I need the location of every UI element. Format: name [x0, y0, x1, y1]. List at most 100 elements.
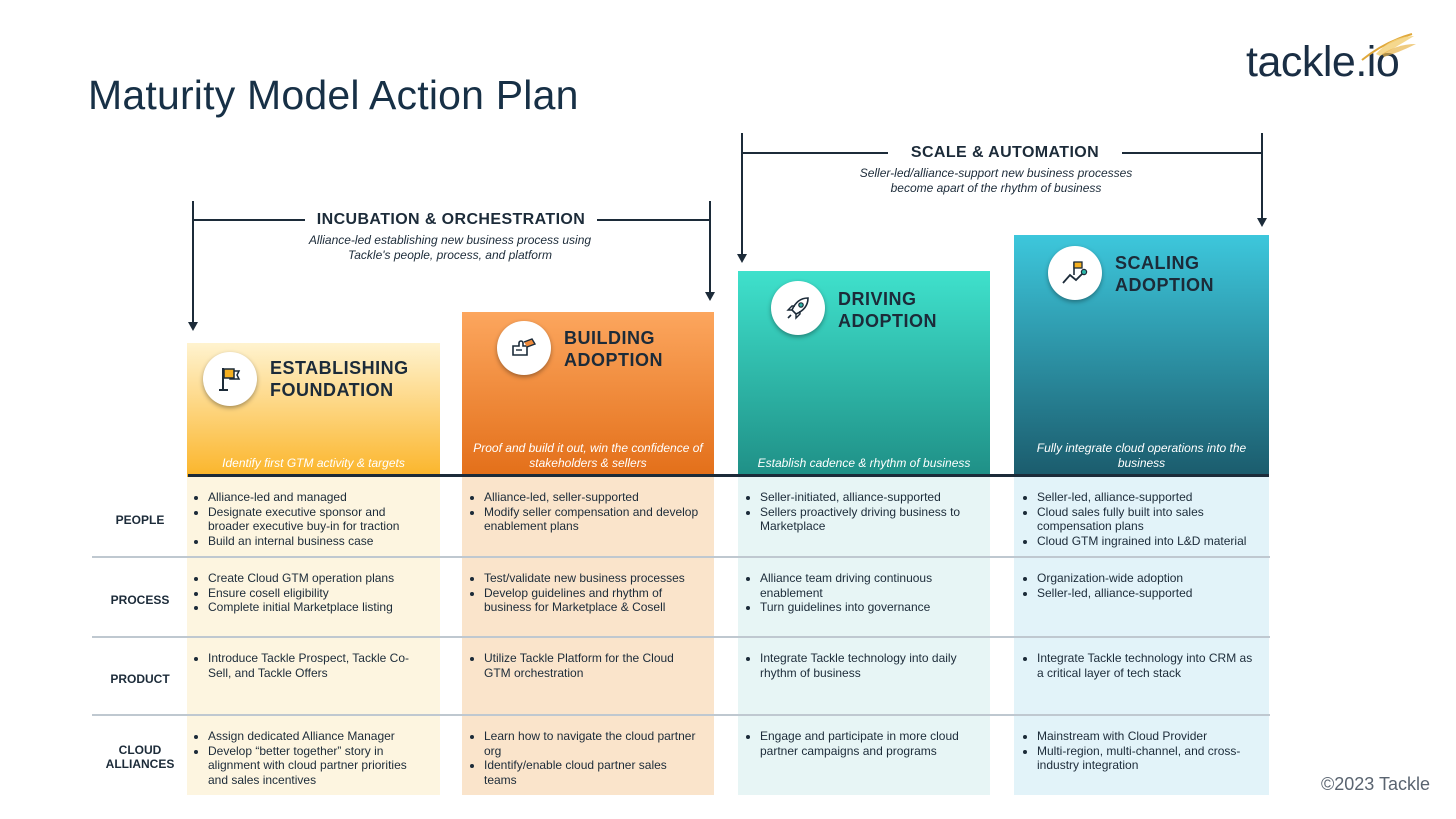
bullet-list: Utilize Tackle Platform for the Cloud GT…: [464, 651, 700, 680]
bullet-item: Cloud sales fully built into sales compe…: [1037, 505, 1257, 534]
bullet-item: Engage and participate in more cloud par…: [760, 729, 976, 758]
bullet-item: Multi-region, multi-channel, and cross-i…: [1037, 744, 1257, 773]
cell-process-driving: Alliance team driving continuous enablem…: [740, 571, 976, 615]
arrow-down-icon: [705, 292, 715, 301]
cell-people-building: Alliance-led, seller-supportedModify sel…: [464, 490, 700, 534]
bullet-item: Turn guidelines into governance: [760, 600, 976, 615]
bullet-item: Organization-wide adoption: [1037, 571, 1257, 586]
stage-name: SCALING ADOPTION: [1115, 253, 1215, 295]
bullet-list: Seller-initiated, alliance-supportedSell…: [740, 490, 976, 534]
phase-description-incubation: Alliance-led establishing new business p…: [308, 233, 592, 262]
arrow-down-icon: [737, 254, 747, 263]
bracket-left-leg: [192, 201, 194, 323]
rocket-icon: [786, 297, 809, 320]
phase-title-incubation: INCUBATION & ORCHESTRATION: [305, 211, 597, 229]
stage-header-building: BUILDING ADOPTION Proof and build it out…: [462, 312, 714, 477]
puzzle-hand-icon: [512, 338, 537, 356]
tackle-logo: tackle.io: [1246, 33, 1416, 90]
phase-title-scale: SCALE & AUTOMATION: [888, 144, 1122, 162]
bullet-item: Alliance-led, seller-supported: [484, 490, 700, 505]
stage-name: BUILDING ADOPTION: [564, 328, 664, 370]
row-label-people: PEOPLE: [115, 513, 165, 527]
bullet-list: Integrate Tackle technology into CRM as …: [1017, 651, 1257, 680]
bullet-item: Integrate Tackle technology into daily r…: [760, 651, 976, 680]
bullet-list: Learn how to navigate the cloud partner …: [464, 729, 700, 788]
bullet-item: Assign dedicated Alliance Manager: [208, 729, 428, 744]
bracket-right-leg: [1261, 133, 1263, 219]
cell-people-establishing: Alliance-led and managedDesignate execut…: [188, 490, 428, 549]
flag-growth-icon: [1062, 261, 1088, 284]
bullet-item: Build an internal business case: [208, 534, 428, 549]
row-label-product: PRODUCT: [110, 672, 170, 686]
bullet-list: Mainstream with Cloud ProviderMulti-regi…: [1017, 729, 1257, 773]
bullet-list: Organization-wide adoptionSeller-led, al…: [1017, 571, 1257, 600]
header-baseline: [188, 474, 1269, 477]
flag-icon: [219, 368, 241, 391]
bullet-item: Utilize Tackle Platform for the Cloud GT…: [484, 651, 700, 680]
cell-process-establishing: Create Cloud GTM operation plansEnsure c…: [188, 571, 428, 615]
logo-text: tackle.io: [1246, 38, 1400, 86]
cell-process-building: Test/validate new business processesDeve…: [464, 571, 700, 615]
cell-people-driving: Seller-initiated, alliance-supportedSell…: [740, 490, 976, 534]
bracket-right-leg: [709, 201, 711, 293]
bullet-item: Identify/enable cloud partner sales team…: [484, 758, 700, 787]
stage-header-scaling: SCALING ADOPTION Fully integrate cloud o…: [1014, 235, 1269, 477]
cell-process-scaling: Organization-wide adoptionSeller-led, al…: [1017, 571, 1257, 600]
stage-goal: Identify first GTM activity & targets: [222, 456, 405, 470]
bullet-list: Assign dedicated Alliance ManagerDevelop…: [188, 729, 428, 788]
stage-name: ESTABLISHING FOUNDATION: [270, 358, 409, 400]
row-separator: [92, 556, 1270, 558]
bullet-item: Alliance team driving continuous enablem…: [760, 571, 976, 600]
cell-product-driving: Integrate Tackle technology into daily r…: [740, 651, 976, 680]
cell-product-establishing: Introduce Tackle Prospect, Tackle Co-Sel…: [188, 651, 428, 680]
bullet-item: Introduce Tackle Prospect, Tackle Co-Sel…: [208, 651, 428, 680]
bullet-list: Seller-led, alliance-supportedCloud sale…: [1017, 490, 1257, 549]
bullet-list: Integrate Tackle technology into daily r…: [740, 651, 976, 680]
bullet-item: Develop guidelines and rhythm of busines…: [484, 586, 700, 615]
bullet-item: Seller-initiated, alliance-supported: [760, 490, 976, 505]
bullet-item: Integrate Tackle technology into CRM as …: [1037, 651, 1257, 680]
bullet-item: Mainstream with Cloud Provider: [1037, 729, 1257, 744]
bullet-item: Sellers proactively driving business to …: [760, 505, 976, 534]
bullet-item: Seller-led, alliance-supported: [1037, 586, 1257, 601]
arrow-down-icon: [188, 322, 198, 331]
cell-product-scaling: Integrate Tackle technology into CRM as …: [1017, 651, 1257, 680]
bullet-list: Introduce Tackle Prospect, Tackle Co-Sel…: [188, 651, 428, 680]
bullet-list: Alliance-led and managedDesignate execut…: [188, 490, 428, 549]
row-label-process: PROCESS: [110, 593, 170, 607]
bullet-item: Ensure cosell eligibility: [208, 586, 428, 601]
stage-goal: Establish cadence & rhythm of business: [757, 456, 971, 470]
page-title: Maturity Model Action Plan: [88, 72, 579, 118]
bullet-list: Alliance team driving continuous enablem…: [740, 571, 976, 615]
cell-cloud-alliances-establishing: Assign dedicated Alliance ManagerDevelop…: [188, 729, 428, 788]
bullet-item: Seller-led, alliance-supported: [1037, 490, 1257, 505]
stage-header-driving: DRIVING ADOPTION Establish cadence & rhy…: [738, 271, 990, 477]
copyright: ©2023 Tackle: [1320, 774, 1430, 794]
cell-cloud-alliances-driving: Engage and participate in more cloud par…: [740, 729, 976, 758]
stage-name: DRIVING ADOPTION: [838, 289, 938, 331]
bullet-item: Create Cloud GTM operation plans: [208, 571, 428, 586]
bullet-list: Alliance-led, seller-supportedModify sel…: [464, 490, 700, 534]
cell-people-scaling: Seller-led, alliance-supportedCloud sale…: [1017, 490, 1257, 549]
bullet-item: Modify seller compensation and develop e…: [484, 505, 700, 534]
bullet-item: Designate executive sponsor and broader …: [208, 505, 428, 534]
fly-lure-icon: [1361, 33, 1416, 61]
bullet-item: Alliance-led and managed: [208, 490, 428, 505]
bullet-list: Test/validate new business processesDeve…: [464, 571, 700, 615]
cell-product-building: Utilize Tackle Platform for the Cloud GT…: [464, 651, 700, 680]
row-label-cloud-alliances: CLOUD ALLIANCES: [105, 743, 175, 771]
cell-cloud-alliances-building: Learn how to navigate the cloud partner …: [464, 729, 700, 788]
bullet-item: Test/validate new business processes: [484, 571, 700, 586]
row-separator: [92, 714, 1270, 716]
bullet-item: Cloud GTM ingrained into L&D material: [1037, 534, 1257, 549]
row-separator: [92, 636, 1270, 638]
bullet-list: Create Cloud GTM operation plansEnsure c…: [188, 571, 428, 615]
bullet-item: Complete initial Marketplace listing: [208, 600, 428, 615]
stage-goal: Proof and build it out, win the confiden…: [473, 441, 703, 470]
phase-description-scale: Seller-led/alliance-support new business…: [859, 166, 1133, 195]
bullet-item: Develop “better together” story in align…: [208, 744, 428, 788]
arrow-down-icon: [1257, 218, 1267, 227]
bullet-item: Learn how to navigate the cloud partner …: [484, 729, 700, 758]
bracket-left-leg: [741, 133, 743, 255]
bullet-list: Engage and participate in more cloud par…: [740, 729, 976, 758]
